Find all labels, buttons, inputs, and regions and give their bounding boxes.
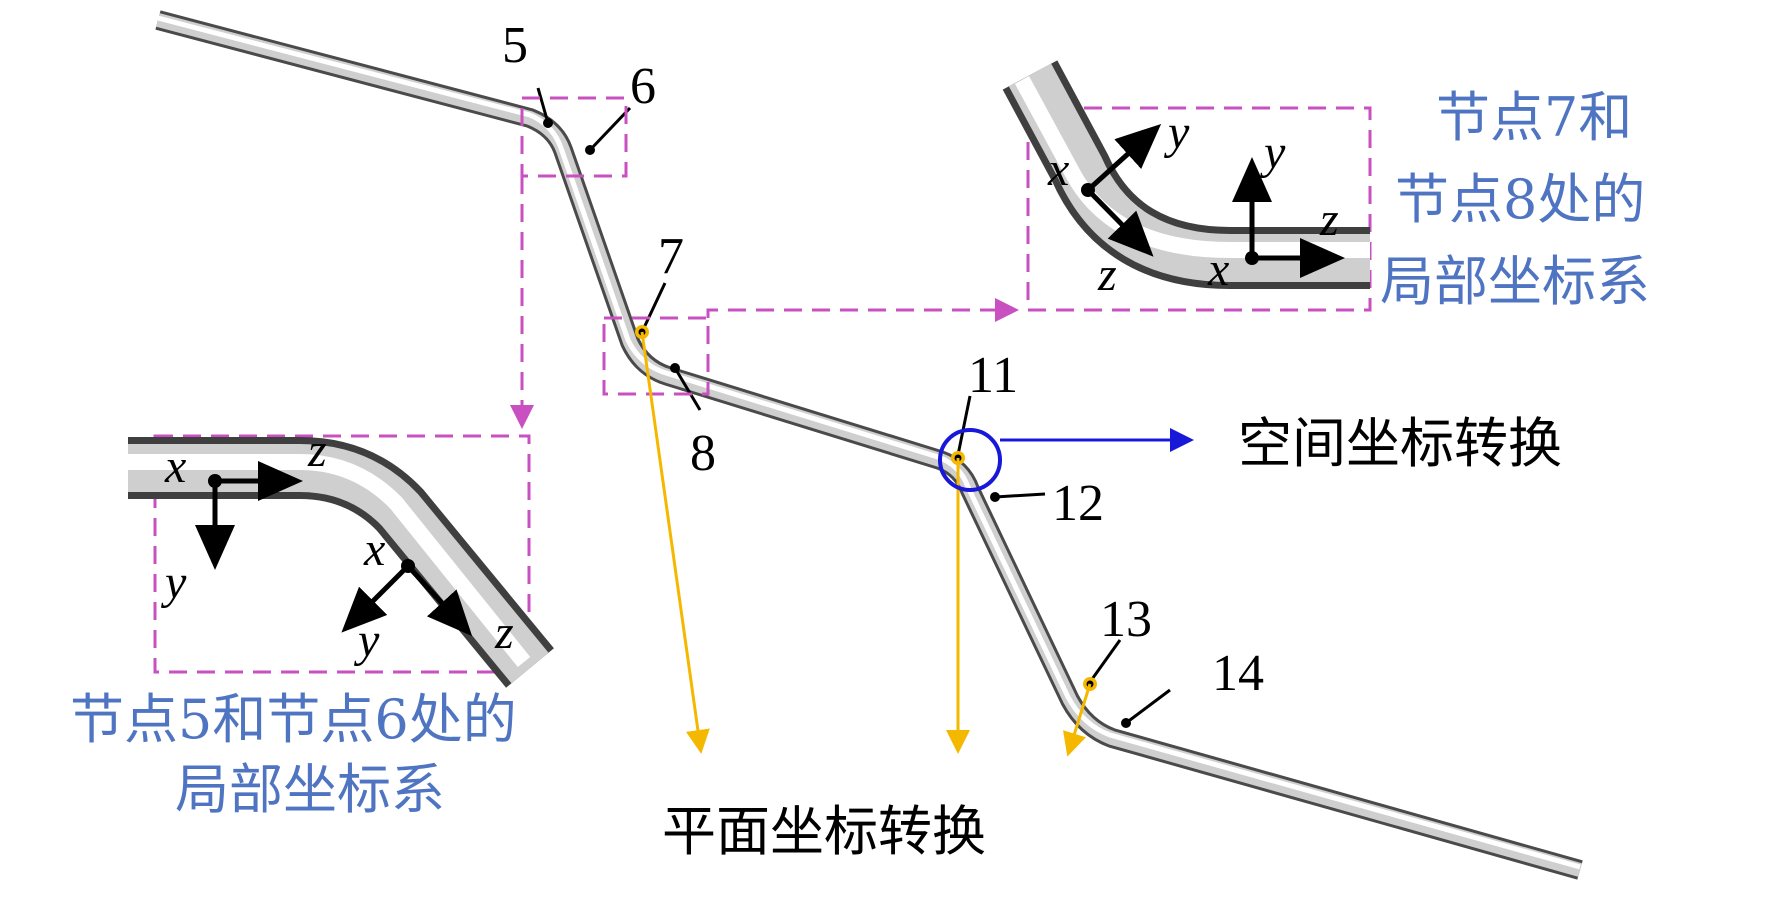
box-nodes-7-8 <box>602 316 710 396</box>
magenta-dashed-connectors <box>153 96 1372 674</box>
left-inset-frame <box>153 434 531 674</box>
right-inset-frame <box>1026 106 1372 312</box>
right-inset-origin-a <box>1081 183 1095 197</box>
space-transform-marker <box>938 428 1194 492</box>
right-inset-pipe <box>1002 60 1370 289</box>
box-nodes-5-6 <box>520 96 628 178</box>
left-inset-axis-x-a: x <box>164 440 186 493</box>
left-inset-axes <box>195 461 473 637</box>
left-inset-pipe <box>128 437 554 688</box>
node-label-11: 11 <box>968 347 1018 404</box>
left-inset-axis-x-b: x <box>363 523 385 576</box>
left-inset-axis-z-a: z <box>307 424 327 477</box>
right-inset-axis-z-b: z <box>1319 193 1339 246</box>
right-inset-caption-line3: 局部坐标系 <box>1380 250 1650 313</box>
right-inset-axis-x-a: x <box>1047 143 1069 196</box>
right-inset-axis-y-a: y <box>1163 106 1190 159</box>
node-label-5: 5 <box>502 17 528 74</box>
right-inset-caption-line2: 节点8处的 <box>1395 168 1645 231</box>
left-inset-origin-a <box>208 474 222 488</box>
space-transform-label: 空间坐标转换 <box>1238 412 1562 475</box>
arrow-to-right-inset <box>706 298 1019 322</box>
plane-transform-arrows <box>640 331 1092 757</box>
left-inset-origin-b <box>401 559 415 573</box>
node-label-7: 7 <box>658 228 684 285</box>
node-label-8: 8 <box>690 425 716 482</box>
right-inset-axis-x-b: x <box>1207 243 1229 296</box>
left-inset-axis-y-b: y <box>353 614 380 667</box>
right-inset-axis-z-a: z <box>1097 248 1117 301</box>
right-inset-caption-line1: 节点7和 <box>1436 86 1632 149</box>
left-inset-axis-z-b: z <box>494 606 514 659</box>
node-label-14: 14 <box>1212 645 1264 702</box>
plane-transform-label: 平面坐标转换 <box>662 800 986 863</box>
right-inset-axes <box>1086 123 1345 278</box>
node-label-13: 13 <box>1100 591 1152 648</box>
left-inset-caption-line2: 局部坐标系 <box>175 758 445 821</box>
left-inset-caption-line1: 节点5和节点6处的 <box>70 688 517 751</box>
node-label-6: 6 <box>630 58 656 115</box>
right-inset-axis-y-b: y <box>1259 126 1286 179</box>
left-inset-axis-y-a: y <box>160 556 187 609</box>
node-label-12: 12 <box>1052 475 1104 532</box>
right-inset-origin-b <box>1245 251 1259 265</box>
